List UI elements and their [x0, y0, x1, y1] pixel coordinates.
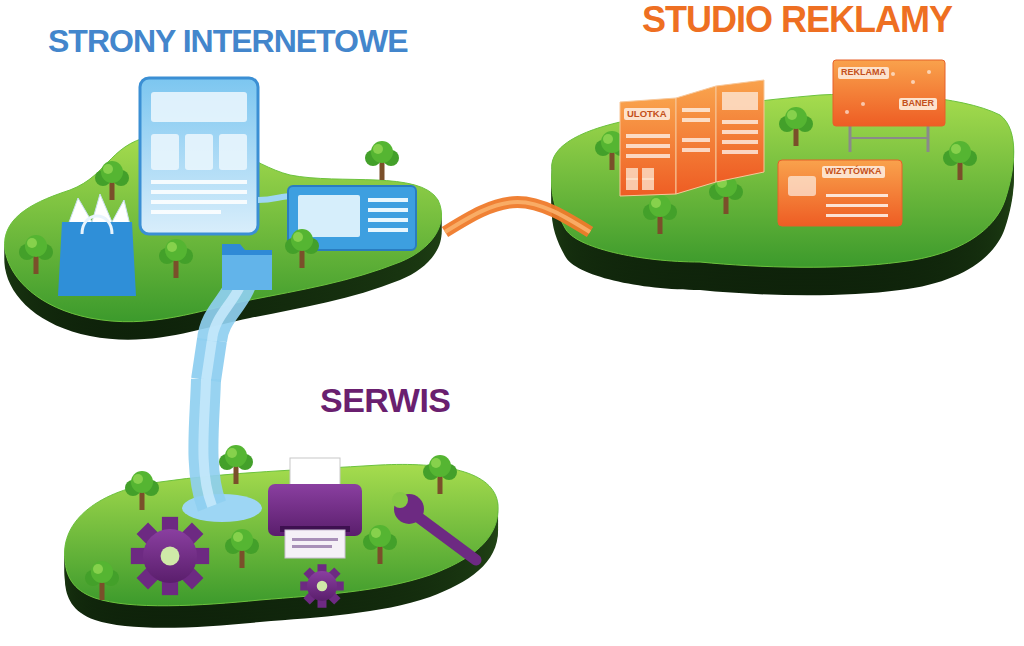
sign-label: WIZYTÓWKA — [822, 166, 885, 178]
island-group — [5, 135, 442, 340]
billboard-sparkle — [861, 102, 865, 106]
leaflet-panel — [676, 86, 716, 194]
leaflet-line — [626, 154, 670, 158]
island-title: STRONY INTERNETOWE — [48, 24, 408, 59]
paper-line — [292, 545, 332, 548]
tablet-icon — [140, 78, 258, 234]
gear — [300, 564, 344, 608]
connector-line — [206, 340, 212, 380]
billboard-panel — [833, 60, 945, 126]
leaflet-box — [642, 178, 654, 190]
tablet-line — [151, 180, 247, 184]
island-group — [65, 464, 499, 627]
billboard-sparkle — [911, 80, 915, 84]
bag-handle — [82, 216, 112, 234]
card-body — [778, 160, 902, 226]
sign-label: BANER — [899, 98, 937, 110]
folder-front — [222, 255, 272, 290]
billboard-sparkle — [891, 72, 895, 76]
leaflet-node: ULOTKA — [620, 78, 766, 198]
monitor-line — [368, 218, 408, 222]
card-line — [826, 214, 888, 217]
island-node: STRONY INTERNETOWE — [0, 20, 445, 340]
stream-bottom — [182, 379, 262, 522]
tablet-tile — [151, 134, 179, 170]
gear — [131, 517, 209, 595]
leaflet-panel — [620, 98, 676, 196]
tablet-line — [151, 200, 247, 204]
island-top — [5, 135, 442, 322]
leaflet-line — [682, 118, 710, 122]
leaflet-line — [626, 134, 670, 138]
leaflet-line — [626, 144, 670, 148]
leaflet-line — [722, 150, 758, 154]
connector-highlight — [206, 340, 212, 380]
leaflet-panel — [716, 80, 764, 182]
board-node: REKLAMA BANER — [833, 60, 945, 126]
tablet-tile — [185, 134, 213, 170]
sign-label: REKLAMA — [838, 67, 889, 79]
folder-back — [222, 244, 272, 290]
billboard-sparkle — [927, 70, 931, 74]
island-top — [65, 464, 499, 605]
monitor-line — [368, 228, 408, 232]
card-line — [826, 204, 888, 207]
island-title: SERWIS — [320, 382, 451, 419]
tablet-line — [151, 190, 247, 194]
tree — [365, 141, 399, 180]
card-node: WIZYTÓWKA — [778, 160, 902, 226]
island-node: STUDIO REKLAMY ULOTKA REKLAMA BANER WIZYTÓWK… — [590, 0, 1020, 305]
island-title: STUDIO REKLAMY — [642, 0, 952, 40]
leaflet-line — [722, 130, 758, 134]
leaflet-box — [626, 178, 638, 190]
sign-label: ULOTKA — [624, 108, 670, 120]
monitor-line — [368, 198, 408, 202]
leaflet-line — [682, 148, 710, 152]
leaflet-line — [722, 140, 758, 144]
leaflet-line — [682, 108, 710, 112]
wrench-notch — [392, 492, 408, 508]
folder-icon — [222, 244, 272, 290]
tablet-body — [140, 78, 258, 234]
billboard-sparkle — [845, 110, 849, 114]
paper-line — [292, 538, 338, 541]
leaflet-shape — [620, 78, 766, 198]
bag-body — [58, 222, 136, 296]
printer-paper-out — [285, 530, 345, 558]
printer-body — [268, 484, 362, 536]
stream-band — [203, 379, 212, 506]
tablet-line — [151, 210, 221, 214]
monitor-line — [368, 208, 408, 212]
leaflet-box — [722, 92, 758, 110]
card-line — [826, 194, 888, 197]
card-logo — [788, 176, 816, 196]
leaflet-line — [722, 120, 758, 124]
tablet-header — [151, 92, 247, 122]
tablet-tile — [219, 134, 247, 170]
leaflet-line — [682, 138, 710, 142]
billboard-bar — [850, 137, 928, 139]
stream-highlight — [203, 379, 212, 506]
island-side — [65, 465, 499, 606]
stream-connector — [206, 340, 212, 380]
island-shape — [0, 20, 445, 340]
island-node: SERWIS — [55, 380, 505, 635]
